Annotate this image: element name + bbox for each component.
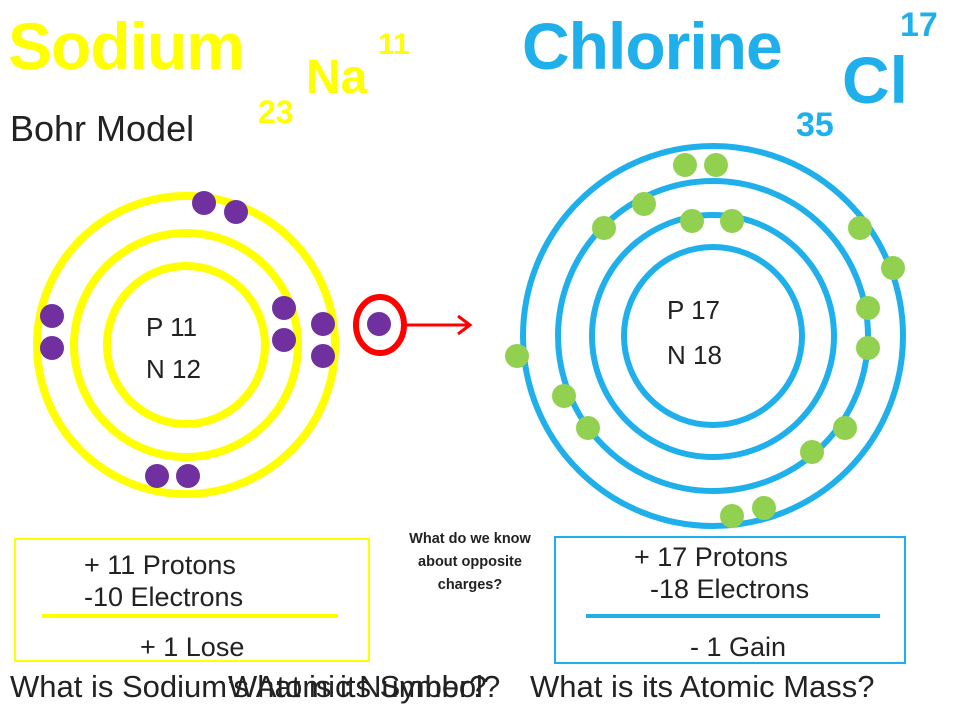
electron	[680, 209, 704, 233]
chlorine-shell-1	[621, 244, 805, 428]
electron	[505, 344, 529, 368]
chlorine-charge-box: + 17 Protons -18 Electrons - 1 Gain	[554, 536, 906, 664]
sodium-sum-line	[42, 614, 338, 618]
transfer-arrow	[404, 314, 473, 336]
electron	[704, 153, 728, 177]
chlorine-mass-number: 35	[796, 106, 834, 144]
chlorine-electrons	[505, 153, 905, 528]
sodium-symbol: Na	[306, 51, 368, 104]
electron	[856, 336, 880, 360]
sodium-neutrons: N 12	[146, 354, 201, 384]
electron	[145, 464, 169, 488]
sodium-shell-2	[70, 229, 302, 461]
sodium-electrons	[40, 191, 391, 488]
electron	[632, 192, 656, 216]
sodium-protons-count: + 11 Protons	[84, 550, 236, 580]
chlorine-electrons-count: -18 Electrons	[650, 574, 810, 604]
chlorine-symbol: Cl	[842, 43, 908, 117]
chlorine-atomic-number: 17	[900, 6, 938, 44]
bohr-model-label: Bohr Model	[10, 108, 195, 149]
sodium-title: Sodium	[8, 9, 245, 83]
chlorine-net-charge: - 1 Gain	[690, 632, 787, 662]
electron	[272, 328, 296, 352]
chlorine-sum-line	[586, 614, 880, 618]
electron	[311, 344, 335, 368]
sodium-protons: P 11	[146, 312, 197, 342]
electron	[720, 504, 744, 528]
sodium-shell-3	[33, 192, 339, 498]
electron	[224, 200, 248, 224]
electron	[848, 216, 872, 240]
electron	[720, 209, 744, 233]
electron	[576, 416, 600, 440]
chlorine-title: Chlorine	[522, 9, 783, 83]
electron	[40, 336, 64, 360]
electron	[673, 153, 697, 177]
chlorine-neutrons: N 18	[667, 340, 722, 370]
electron	[552, 384, 576, 408]
sodium-atomic-number: 11	[378, 28, 410, 61]
electron	[40, 304, 64, 328]
sodium-charge-box: + 11 Protons -10 Electrons + 1 Lose	[14, 538, 370, 662]
chlorine-protons-count: + 17 Protons	[634, 542, 788, 572]
electron	[881, 256, 905, 280]
chlorine-atom: P 17 N 18	[505, 143, 906, 529]
electron	[311, 312, 335, 336]
sodium-net-charge: + 1 Lose	[140, 632, 245, 662]
sodium-mass-number: 23	[258, 94, 294, 130]
chlorine-shell-4	[520, 143, 906, 529]
valence-electron	[367, 312, 391, 336]
electron	[833, 416, 857, 440]
electron	[592, 216, 616, 240]
electron	[856, 296, 880, 320]
question-symbol: What is its Symbol?	[228, 669, 501, 704]
electron	[272, 296, 296, 320]
sodium-shell-1	[103, 262, 269, 428]
center-question: What do we know about opposite charges?	[409, 531, 531, 593]
electron	[176, 464, 200, 488]
question-atomic-number: What is Sodium’s Atomic Number?	[10, 669, 487, 704]
electron	[192, 191, 216, 215]
chlorine-protons: P 17	[667, 295, 720, 325]
chlorine-shell-2	[589, 212, 837, 460]
sodium-atom: P 11 N 12	[33, 191, 473, 498]
electron	[752, 496, 776, 520]
electron	[800, 440, 824, 464]
sodium-electrons-count: -10 Electrons	[84, 582, 244, 612]
question-atomic-mass: What is its Atomic Mass?	[530, 669, 875, 704]
